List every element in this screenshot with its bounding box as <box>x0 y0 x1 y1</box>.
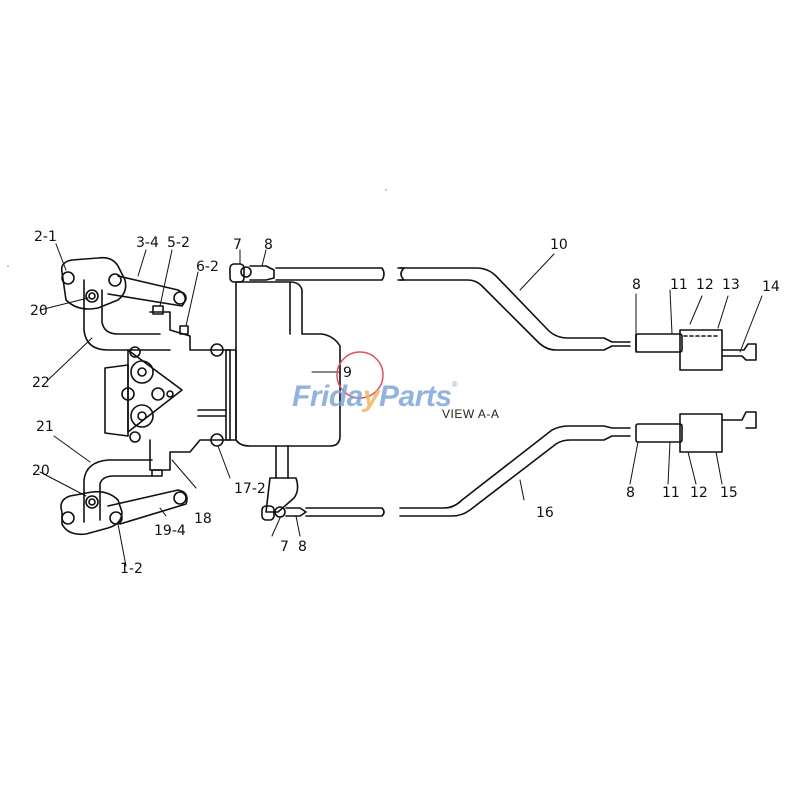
callout-3-4: 3-4 <box>136 235 159 251</box>
rod-top <box>229 263 405 283</box>
callout-8-r1: 8 <box>632 277 641 293</box>
callout-8-top: 8 <box>264 237 273 253</box>
callout-2-1: 2-1 <box>34 229 57 245</box>
callout-6-2: 6-2 <box>196 259 219 275</box>
callout-17-2: 17-2 <box>234 481 266 497</box>
logo-text-a: a <box>346 380 364 413</box>
logo-text-parts: Parts <box>379 380 452 413</box>
callout-20-top: 20 <box>30 303 48 319</box>
clevis-bottom-right <box>635 411 757 453</box>
callout-7-bot: 7 <box>280 539 289 555</box>
main-body-9 <box>225 281 341 447</box>
callout-5-2: 5-2 <box>167 235 190 251</box>
registered-mark-icon: ® <box>451 380 458 389</box>
callout-11-r2: 11 <box>662 485 680 501</box>
logo-text-y: y <box>362 380 380 413</box>
callout-22: 22 <box>32 375 50 391</box>
leader-lines <box>39 243 763 567</box>
pipe-16 <box>399 425 631 517</box>
callout-16: 16 <box>536 505 554 521</box>
arm-19-4 <box>107 489 188 525</box>
callout-11-r1: 11 <box>670 277 688 293</box>
lever-plate-bottom <box>60 490 123 536</box>
valve-body <box>104 311 231 471</box>
callout-19-4: 19-4 <box>154 523 186 539</box>
watermark-logo: FridayParts® <box>292 380 458 414</box>
callout-9: 9 <box>343 365 352 381</box>
bolt-18 <box>151 469 163 477</box>
callout-14: 14 <box>762 279 780 295</box>
view-label: VIEW A-A <box>442 407 500 421</box>
highlight-circle <box>336 351 384 399</box>
callout-8-bot: 8 <box>298 539 307 555</box>
callout-12-r2: 12 <box>690 485 708 501</box>
callout-18: 18 <box>194 511 212 527</box>
callout-15: 15 <box>720 485 738 501</box>
callout-8-r2: 8 <box>626 485 635 501</box>
bolt-6-2 <box>179 325 189 335</box>
callout-12-r1: 12 <box>696 277 714 293</box>
callout-20-bot: 20 <box>32 463 50 479</box>
pipe-10 <box>399 267 631 351</box>
pipe-22 <box>83 279 171 351</box>
callout-13: 13 <box>722 277 740 293</box>
callout-21: 21 <box>36 419 54 435</box>
callout-7-top: 7 <box>233 237 242 253</box>
lever-plate-top <box>60 256 127 310</box>
bolt-5-2 <box>152 305 164 315</box>
clevis-top-right <box>635 329 757 371</box>
lever-bottom <box>261 445 385 521</box>
callout-10: 10 <box>550 237 568 253</box>
callout-1-2: 1-2 <box>120 561 143 577</box>
logo-text-frid: Frid <box>292 380 347 413</box>
pipe-21 <box>83 459 153 523</box>
arm-3-4 <box>107 275 187 307</box>
